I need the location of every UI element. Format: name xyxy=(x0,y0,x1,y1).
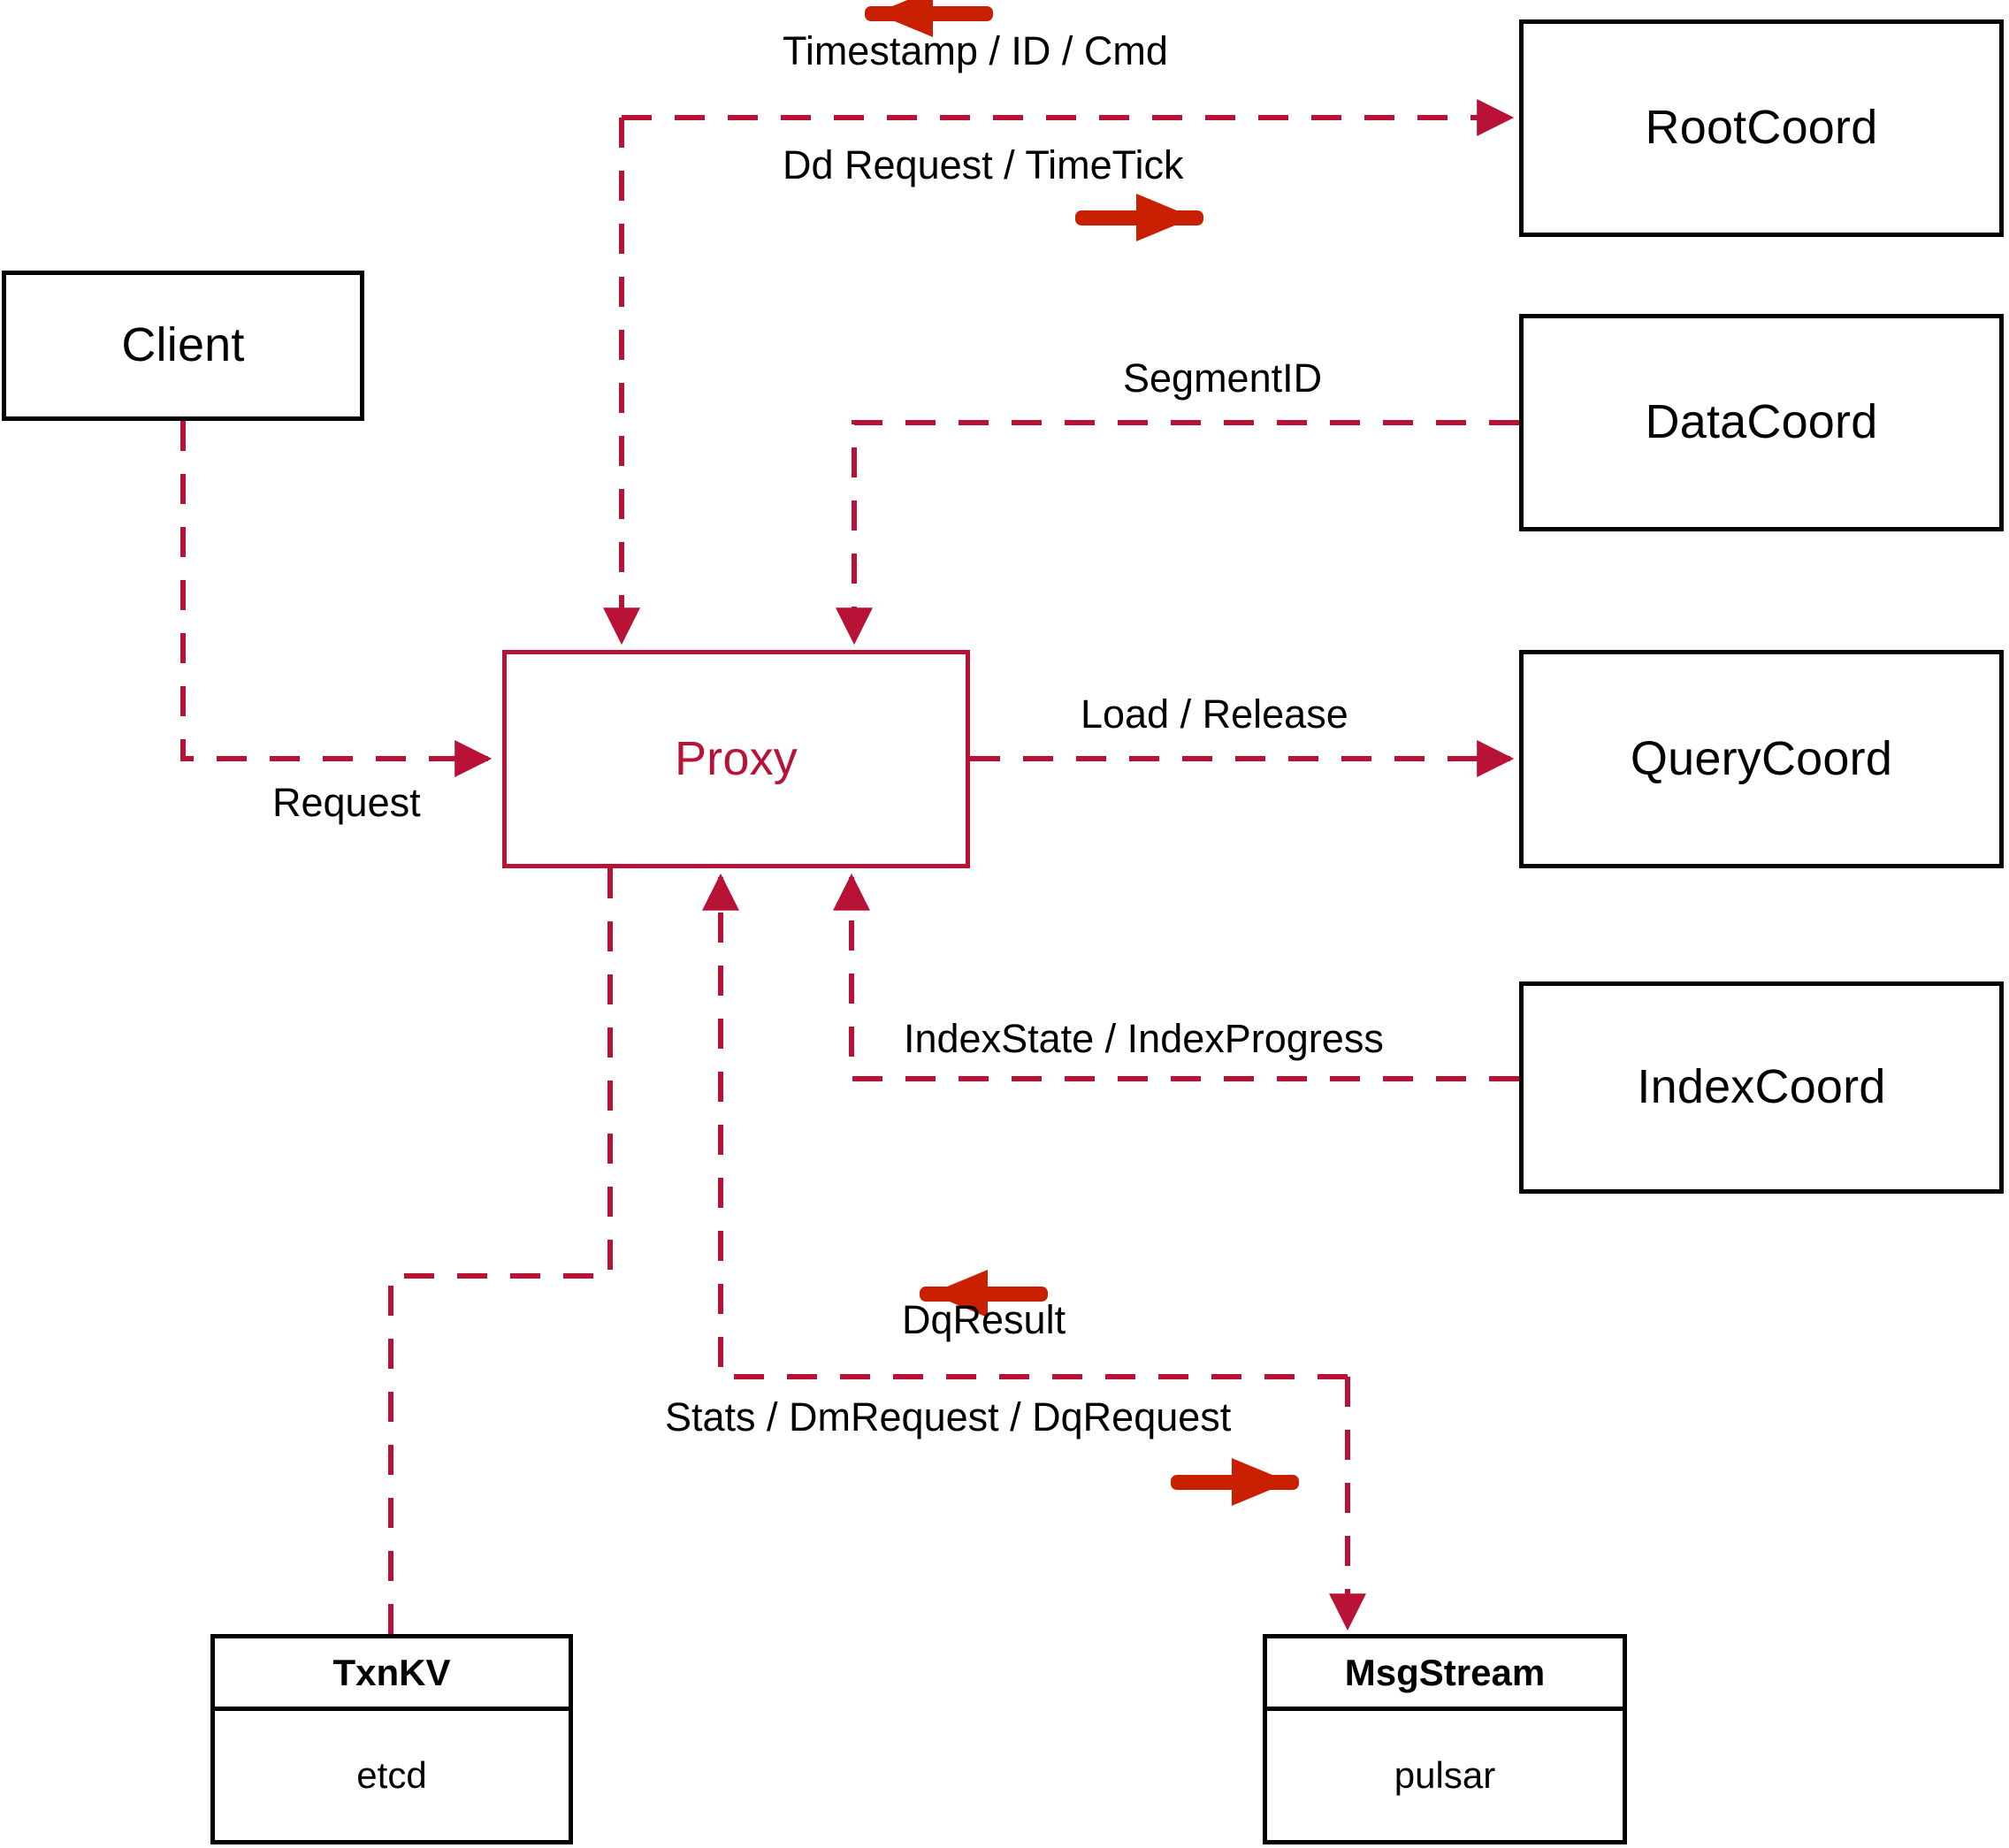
edge-label-dqresult: DqResult xyxy=(902,1297,1066,1342)
node-client[interactable]: Client xyxy=(2,271,364,421)
node-querycoord[interactable]: QueryCoord xyxy=(1519,650,2004,868)
direction-arrow-right-timetick xyxy=(1075,194,1203,241)
edge-label-dd-request-timetick: Dd Request / TimeTick xyxy=(783,142,1184,187)
node-indexcoord[interactable]: IndexCoord xyxy=(1519,981,2004,1194)
store-txnkv[interactable]: TxnKV etcd xyxy=(210,1634,573,1844)
node-rootcoord[interactable]: RootCoord xyxy=(1519,19,2004,237)
edge-label-segmentid: SegmentID xyxy=(1123,355,1323,401)
node-proxy[interactable]: Proxy xyxy=(502,650,970,868)
edge-label-request: Request xyxy=(272,780,421,825)
store-msgstream[interactable]: MsgStream pulsar xyxy=(1263,1634,1627,1844)
node-rootcoord-label: RootCoord xyxy=(1645,101,1878,155)
store-txnkv-title: TxnKV xyxy=(215,1638,569,1711)
edge-client-to-proxy xyxy=(180,421,493,777)
node-indexcoord-label: IndexCoord xyxy=(1637,1060,1886,1114)
store-msgstream-impl: pulsar xyxy=(1394,1754,1496,1796)
edge-proxy-to-txnkv xyxy=(388,868,613,1634)
node-querycoord-label: QueryCoord xyxy=(1630,731,1893,785)
edge-label-indexstate-indexprogress: IndexState / IndexProgress xyxy=(904,1016,1384,1061)
store-txnkv-impl: etcd xyxy=(356,1754,427,1796)
edge-label-timestamp-id-cmd: Timestamp / ID / Cmd xyxy=(783,28,1168,73)
edge-datacoord-to-proxy xyxy=(836,420,1519,645)
node-client-label: Client xyxy=(121,318,245,372)
node-datacoord-label: DataCoord xyxy=(1645,395,1878,449)
node-proxy-label: Proxy xyxy=(674,731,798,785)
direction-arrow-right-dqrequest xyxy=(1171,1458,1299,1506)
edge-label-load-release: Load / Release xyxy=(1081,691,1348,737)
store-msgstream-title: MsgStream xyxy=(1267,1638,1623,1711)
node-datacoord[interactable]: DataCoord xyxy=(1519,314,2004,531)
edge-label-stats-dmrequest-dqrequest: Stats / DmRequest / DqRequest xyxy=(665,1394,1232,1439)
